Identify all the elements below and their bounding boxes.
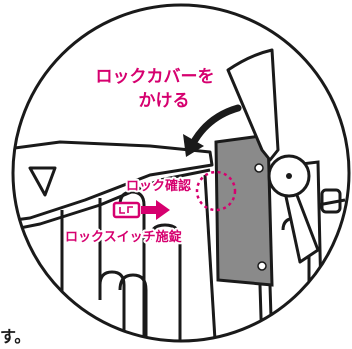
lock-panel [214, 133, 274, 341]
cover-title-line1: ロックカバーを [96, 67, 215, 87]
switch-icon [112, 201, 141, 219]
right-arrow-icon [141, 200, 170, 220]
curved-arrow-icon [183, 104, 242, 157]
lock-cover-flap [226, 48, 320, 264]
switch-lock-label: ロックスイッチ施錠 [65, 229, 183, 245]
lens-outline [11, 3, 351, 343]
cover-title-line2: かける [139, 91, 190, 111]
lock-check-marker [195, 170, 237, 212]
lock-check-label: ロック確認 [126, 178, 191, 194]
gate-frame-left [13, 140, 217, 341]
footer-text-fragment: す。 [0, 327, 30, 346]
